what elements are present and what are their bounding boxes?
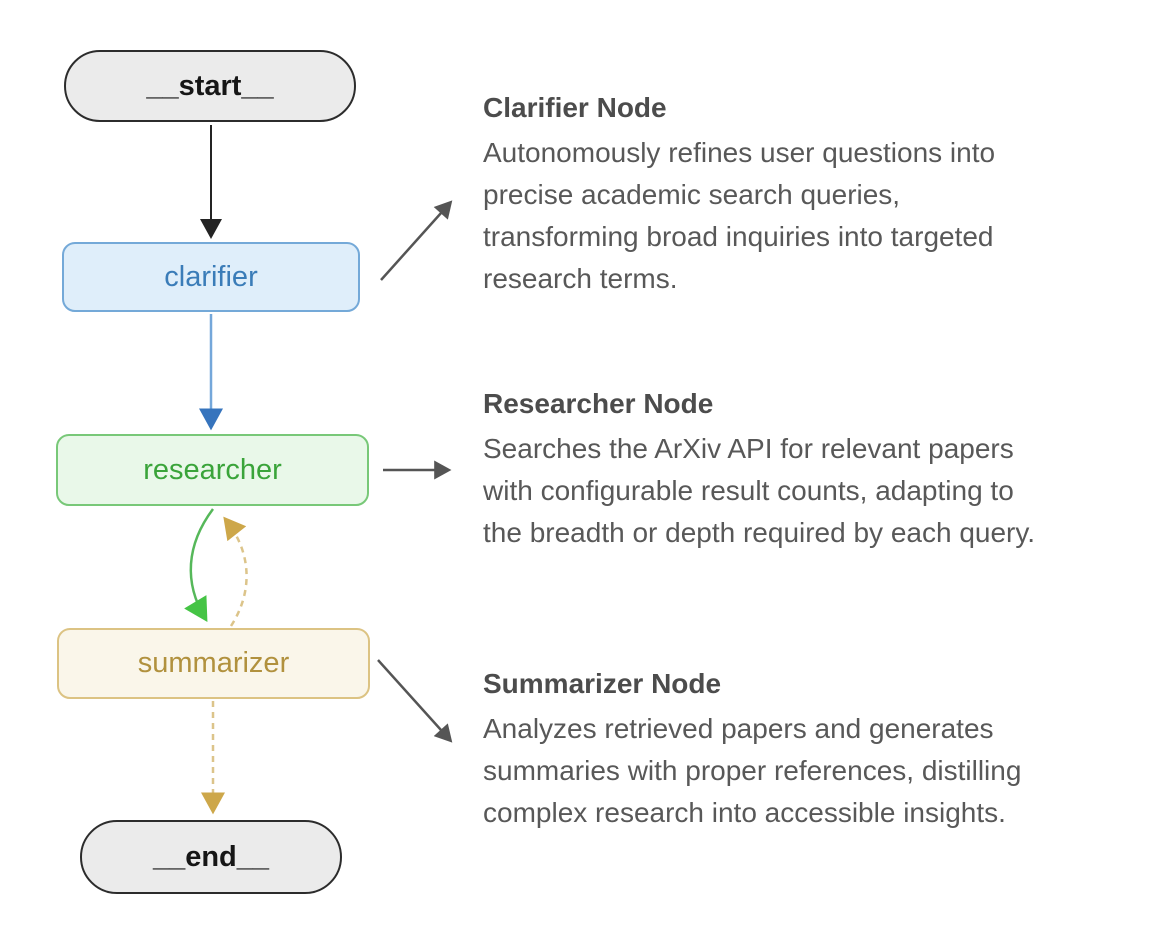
annotation-summarizer-body: Analyzes retrieved papers and generates s… xyxy=(483,708,1153,834)
node-researcher: researcher xyxy=(56,434,369,506)
node-end: __end__ xyxy=(80,820,342,894)
annotation-arrow-clarifier xyxy=(380,200,453,281)
node-clarifier: clarifier xyxy=(62,242,360,312)
annotation-researcher-body: Searches the ArXiv API for relevant pape… xyxy=(483,428,1153,554)
annotation-researcher: Researcher Node Searches the ArXiv API f… xyxy=(483,386,1153,554)
annotation-body-line: research terms. xyxy=(483,263,678,294)
annotation-summarizer: Summarizer Node Analyzes retrieved paper… xyxy=(483,666,1153,834)
annotation-body-line: summaries with proper references, distil… xyxy=(483,755,1022,786)
node-start: __start__ xyxy=(64,50,356,122)
annotation-body-line: Analyzes retrieved papers and generates xyxy=(483,713,994,744)
node-summarizer: summarizer xyxy=(57,628,370,699)
annotation-clarifier: Clarifier Node Autonomously refines user… xyxy=(483,90,1153,300)
edge-summarizer-to-researcher-dashed xyxy=(223,516,248,627)
edge-researcher-to-summarizer xyxy=(184,508,215,623)
annotation-summarizer-title: Summarizer Node xyxy=(483,668,722,699)
annotation-clarifier-body: Autonomously refines user questions into… xyxy=(483,132,1153,300)
annotation-body-line: Autonomously refines user questions into xyxy=(483,137,996,168)
annotation-body-line: the breadth or depth required by each qu… xyxy=(483,517,1036,548)
annotation-body-line: transforming broad inquiries into target… xyxy=(483,221,994,252)
annotation-researcher-title: Researcher Node xyxy=(483,388,714,419)
annotation-body-line: Searches the ArXiv API for relevant pape… xyxy=(483,433,1014,464)
annotation-body-line: with configurable result counts, adaptin… xyxy=(483,475,1014,506)
annotation-body-line: complex research into accessible insight… xyxy=(483,797,1006,828)
annotation-clarifier-title: Clarifier Node xyxy=(483,92,667,123)
annotation-arrow-summarizer xyxy=(377,659,453,743)
annotation-body-line: precise academic search queries, xyxy=(483,179,901,210)
